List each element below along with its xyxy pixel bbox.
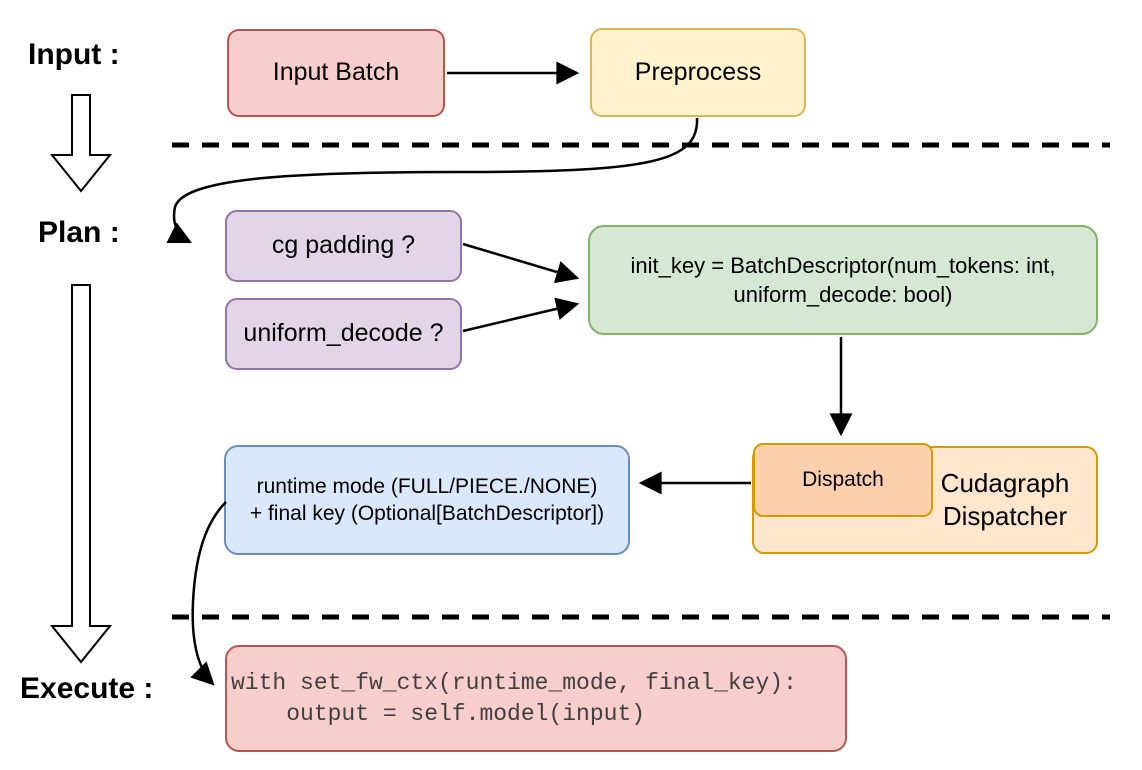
stage-label-plan: Plan : <box>38 216 120 249</box>
node-init-key-line1: init_key = BatchDescriptor(num_tokens: i… <box>630 253 1056 278</box>
node-runtime-mode-line1: runtime mode (FULL/PIECE./NONE) <box>256 475 598 498</box>
node-dispatch-label: Dispatch <box>802 467 884 491</box>
node-uniform-decode-label: uniform_decode ? <box>243 319 444 348</box>
node-cg-padding: cg padding ? <box>225 210 462 282</box>
node-input-batch-label: Input Batch <box>272 58 400 87</box>
node-runtime-mode-line2: + final key (Optional[BatchDescriptor]) <box>249 502 605 525</box>
node-runtime-mode: runtime mode (FULL/PIECE./NONE) + final … <box>224 445 630 555</box>
node-uniform-decode: uniform_decode ? <box>225 298 462 370</box>
execute-code-line1: with set_fw_ctx(runtime_mode, final_key)… <box>231 669 797 696</box>
stage-label-input: Input : <box>28 38 120 71</box>
node-execute-code: with set_fw_ctx(runtime_mode, final_key)… <box>225 645 847 752</box>
node-init-key-line2: uniform_decode: bool) <box>733 282 953 307</box>
execute-code-line2: output = self.model(input) <box>231 700 646 727</box>
node-preprocess-label: Preprocess <box>634 57 762 86</box>
node-cudagraph-dispatcher-label: Cudagraph Dispatcher <box>940 468 1070 531</box>
node-input-batch: Input Batch <box>227 29 445 117</box>
stage-label-execute: Execute : <box>20 672 154 705</box>
node-preprocess: Preprocess <box>590 28 806 117</box>
node-init-key: init_key = BatchDescriptor(num_tokens: i… <box>588 225 1098 335</box>
node-cg-padding-label: cg padding ? <box>271 231 416 260</box>
node-dispatch: Dispatch <box>753 443 933 517</box>
